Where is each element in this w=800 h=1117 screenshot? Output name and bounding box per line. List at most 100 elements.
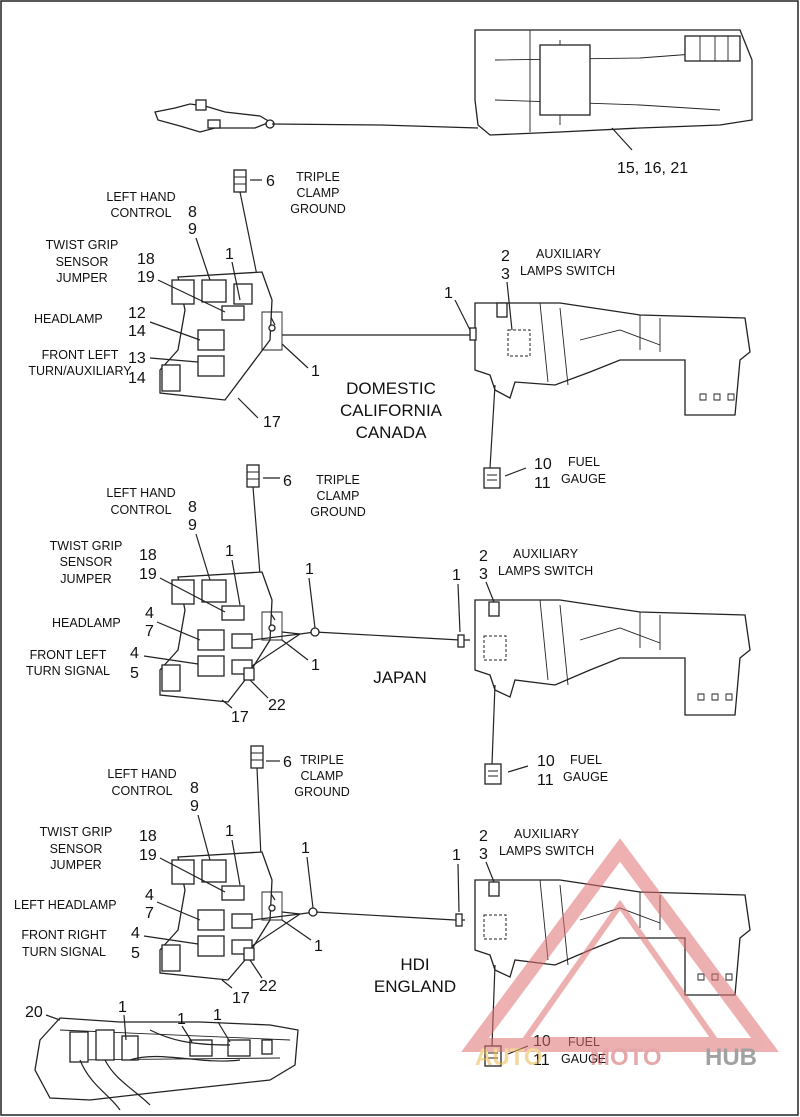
turn-label: FRONT LEFT — [42, 348, 119, 362]
top-part-ref: 15, 16, 21 — [617, 160, 688, 177]
aux-switch-num: 2 — [501, 248, 510, 265]
aux-switch-part — [488, 881, 500, 897]
left-hand-control-label: LEFT HAND — [106, 486, 175, 500]
fuel-gauge-num: 11 — [533, 1052, 550, 1069]
aux-switch-label: AUXILIARY — [536, 247, 602, 261]
clip-num: 1 — [311, 363, 320, 380]
bottom-num: 1 — [177, 1011, 186, 1028]
fuel-gauge-label: FUEL — [568, 455, 600, 469]
clip-num: 1 — [225, 823, 234, 840]
region-label: HDI — [400, 955, 429, 974]
turn-num: 4 — [130, 645, 139, 662]
twist-grip-label: SENSOR — [56, 255, 109, 269]
clamp-ground-label: GROUND — [290, 202, 346, 216]
fuel-gauge-num: 10 — [537, 753, 555, 770]
left-hand-control-num: 8 — [190, 780, 199, 797]
aux-switch-num: 2 — [479, 828, 488, 845]
twist-grip-num: 18 — [137, 251, 155, 268]
aux-switch-label: LAMPS SWITCH — [498, 564, 593, 578]
twist-grip-num: 18 — [139, 828, 157, 845]
twist-grip-label: JUMPER — [56, 271, 107, 285]
region-label: ENGLAND — [374, 977, 456, 996]
region-label: DOMESTIC — [346, 379, 436, 398]
watermark-logo: AUTO MOTO HUB — [461, 838, 779, 1071]
twist-grip-label: SENSOR — [50, 842, 103, 856]
turn-label: TURN SIGNAL — [22, 945, 106, 959]
left-hand-control-label: LEFT HAND — [107, 767, 176, 781]
aux-switch-label: LAMPS SWITCH — [499, 844, 594, 858]
aux-switch-label: AUXILIARY — [514, 827, 580, 841]
aux-switch-num: 3 — [479, 566, 488, 583]
headlamp-num: 14 — [128, 323, 146, 340]
clip-num: 1 — [444, 285, 453, 302]
bottom-num: 1 — [118, 999, 127, 1016]
twist-grip-label: JUMPER — [50, 858, 101, 872]
housing-num: 17 — [263, 414, 281, 431]
fuel-gauge-num: 10 — [534, 456, 552, 473]
twist-grip-label: TWIST GRIP — [46, 238, 119, 252]
clamp-ground-connector — [250, 745, 264, 769]
headlamp-label: HEADLAMP — [52, 616, 121, 630]
fairing-assembly — [474, 302, 751, 416]
left-hand-control-num: 8 — [188, 499, 197, 516]
headlamp-num: 4 — [145, 887, 154, 904]
clamp-ground-label: CLAMP — [300, 769, 343, 783]
clamp-ground-connector — [233, 169, 247, 193]
turn-label: FRONT LEFT — [30, 648, 107, 662]
clamp-ground-label: GROUND — [310, 505, 366, 519]
clip-num: 1 — [225, 543, 234, 560]
clamp-ground-label: GROUND — [294, 785, 350, 799]
bottom-num: 1 — [213, 1007, 222, 1024]
turn-num: 13 — [128, 350, 146, 367]
twist-grip-num: 19 — [139, 566, 157, 583]
clamp-ground-num: 6 — [283, 473, 292, 490]
panel-japan: 6 TRIPLE CLAMP GROUND LEFT HAND CONTROL … — [26, 464, 751, 789]
clamp-ground-label: CLAMP — [316, 489, 359, 503]
aux-switch-label: LAMPS SWITCH — [520, 264, 615, 278]
headlamp-label: HEADLAMP — [34, 312, 103, 326]
twist-grip-label: TWIST GRIP — [40, 825, 113, 839]
clip-num: 1 — [301, 840, 310, 857]
turn-label: TURN SIGNAL — [26, 664, 110, 678]
clamp-ground-num: 6 — [266, 173, 275, 190]
panel-domestic: 6 TRIPLE CLAMP GROUND LEFT HAND CONTROL … — [28, 169, 751, 492]
top-assembly: 15, 16, 21 — [154, 29, 753, 177]
headlamp-num: 4 — [145, 605, 154, 622]
turn-label: TURN/AUXILIARY — [28, 364, 132, 378]
housing-num: 17 — [231, 709, 249, 726]
fuel-gauge-label: GAUGE — [561, 472, 606, 486]
fuel-gauge-connector — [483, 467, 501, 489]
fuel-gauge-label: GAUGE — [563, 770, 608, 784]
clamp-ground-label: TRIPLE — [316, 473, 360, 487]
turn-num: 5 — [131, 945, 140, 962]
turn-num: 4 — [131, 925, 140, 942]
clip-num: 1 — [452, 567, 461, 584]
left-hand-control-num: 9 — [188, 517, 197, 534]
left-hand-control-label: CONTROL — [110, 206, 171, 220]
clamp-ground-label: CLAMP — [296, 186, 339, 200]
left-hand-control-num: 9 — [190, 798, 199, 815]
fairing-assembly — [474, 599, 751, 716]
clamp-ground-num: 6 — [283, 754, 292, 771]
housing-num: 17 — [232, 990, 250, 1007]
fuel-gauge-label: GAUGE — [561, 1052, 606, 1066]
region-label: CALIFORNIA — [340, 401, 443, 420]
watermark-text: HUB — [705, 1044, 757, 1071]
headlamp-label: LEFT HEADLAMP — [14, 898, 117, 912]
aux-switch-label: AUXILIARY — [513, 547, 579, 561]
watermark-text: MOTO — [590, 1044, 662, 1071]
fuel-gauge-connector — [484, 763, 502, 785]
bottom-detail: 20 1 1 1 — [25, 999, 299, 1111]
fuel-gauge-num: 11 — [534, 475, 551, 492]
clamp-ground-connector — [246, 464, 260, 488]
left-hand-control-label: LEFT HAND — [106, 190, 175, 204]
region-label: JAPAN — [373, 668, 427, 687]
twist-grip-label: JUMPER — [60, 572, 111, 586]
aux-switch-part — [496, 302, 508, 318]
fairing-assembly — [474, 879, 751, 996]
bottom-num: 20 — [25, 1004, 43, 1021]
aux-switch-num: 3 — [501, 266, 510, 283]
clip-num: 1 — [311, 657, 320, 674]
